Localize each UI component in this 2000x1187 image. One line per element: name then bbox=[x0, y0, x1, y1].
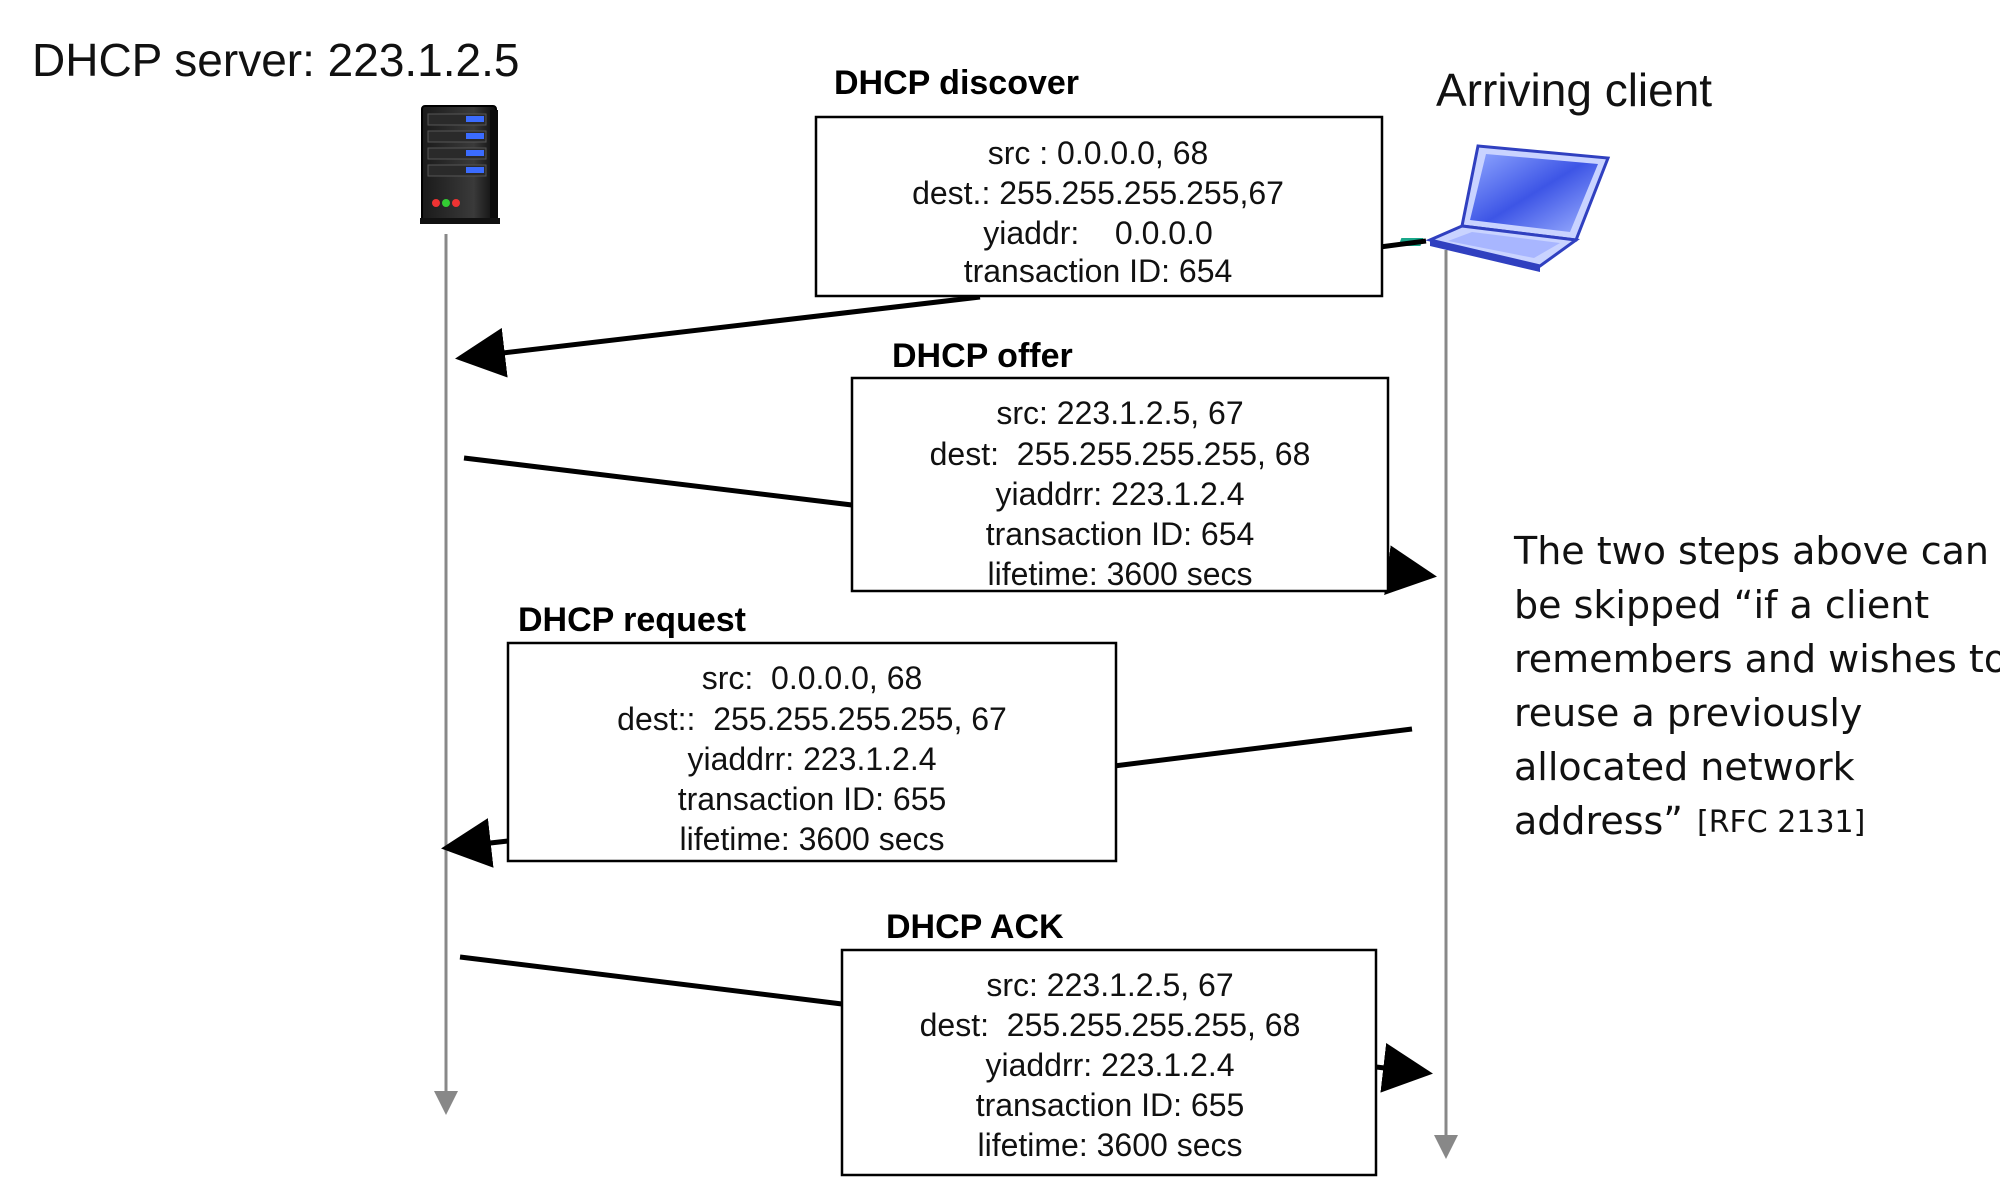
note-citation: [RFC 2131] bbox=[1697, 805, 1865, 840]
dhcp-ack-field: lifetime: 3600 secs bbox=[977, 1127, 1242, 1163]
client-label: Arriving client bbox=[1436, 64, 1712, 116]
dhcp-ack-field: src: 223.1.2.5, 67 bbox=[986, 967, 1233, 1003]
dhcp-request-field: lifetime: 3600 secs bbox=[679, 821, 944, 857]
dhcp-offer-field: src: 223.1.2.5, 67 bbox=[996, 395, 1243, 431]
dhcp-offer-box bbox=[850, 376, 1390, 593]
skip-steps-note: The two steps above can be skipped “if a… bbox=[1513, 529, 2000, 843]
dhcp-discover-field: transaction ID: 654 bbox=[964, 253, 1233, 289]
dhcp-request-field: src: 0.0.0.0, 68 bbox=[702, 660, 923, 696]
note-line: The two steps above can bbox=[1513, 529, 1989, 573]
dhcp-ack-field: dest: 255.255.255.255, 68 bbox=[920, 1007, 1301, 1043]
dhcp-request-field: transaction ID: 655 bbox=[678, 781, 947, 817]
dhcp-ack-field: transaction ID: 655 bbox=[976, 1087, 1245, 1123]
dhcp-discover-message: DHCP discover src : 0.0.0.0, 68 dest.: 2… bbox=[455, 64, 1427, 378]
dhcp-discover-box bbox=[814, 115, 1384, 298]
laptop-icon bbox=[1398, 144, 1611, 272]
note-line: address” bbox=[1514, 799, 1683, 843]
dhcp-offer-field: dest: 255.255.255.255, 68 bbox=[930, 436, 1311, 472]
dhcp-discover-field: src : 0.0.0.0, 68 bbox=[988, 135, 1209, 171]
dhcp-discover-field: dest.: 255.255.255.255,67 bbox=[912, 175, 1284, 211]
dhcp-ack-title: DHCP ACK bbox=[886, 908, 1064, 946]
dhcp-offer-message: DHCP offer src: 223.1.2.5, 67 dest: 255.… bbox=[463, 337, 1437, 595]
dhcp-discover-field: yiaddr: 0.0.0.0 bbox=[983, 215, 1212, 251]
dhcp-ack-box bbox=[840, 948, 1378, 1177]
dhcp-offer-field: yiaddrr: 223.1.2.4 bbox=[995, 476, 1244, 512]
note-line: allocated network bbox=[1514, 745, 1855, 789]
note-line: reuse a previously bbox=[1514, 691, 1862, 735]
server-label: DHCP server: 223.1.2.5 bbox=[32, 34, 520, 86]
dhcp-offer-title: DHCP offer bbox=[892, 337, 1073, 375]
dhcp-request-message: DHCP request src: 0.0.0.0, 68 dest:: 255… bbox=[441, 601, 1413, 868]
dhcp-request-field: yiaddrr: 223.1.2.4 bbox=[687, 741, 936, 777]
note-line: be skipped “if a client bbox=[1514, 583, 1929, 627]
note-line: remembers and wishes to bbox=[1514, 637, 2000, 681]
server-icon bbox=[420, 105, 500, 224]
dhcp-ack-message: DHCP ACK src: 223.1.2.5, 67 dest: 255.25… bbox=[459, 908, 1433, 1177]
dhcp-request-title: DHCP request bbox=[518, 601, 746, 639]
dhcp-request-field: dest:: 255.255.255.255, 67 bbox=[617, 701, 1007, 737]
dhcp-ack-field: yiaddrr: 223.1.2.4 bbox=[985, 1047, 1234, 1083]
dhcp-offer-field: lifetime: 3600 secs bbox=[987, 556, 1252, 592]
dhcp-request-box bbox=[506, 641, 1118, 863]
dhcp-discover-title: DHCP discover bbox=[834, 64, 1079, 102]
dhcp-offer-field: transaction ID: 654 bbox=[986, 516, 1255, 552]
